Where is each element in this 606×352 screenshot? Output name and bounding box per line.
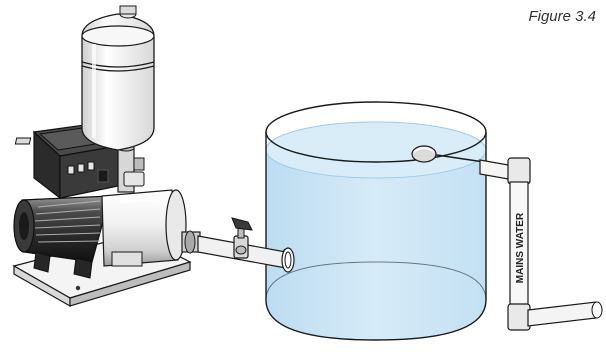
mains-water-label: MAINS WATER — [515, 212, 526, 283]
mains-inlet-pipe: MAINS WATER — [480, 158, 602, 330]
figure-caption: Figure 3.4 — [528, 8, 596, 25]
storage-tank — [266, 102, 486, 340]
pressure-vessel — [82, 6, 154, 150]
vessel-connector — [118, 145, 144, 192]
booster-pump — [102, 190, 200, 266]
